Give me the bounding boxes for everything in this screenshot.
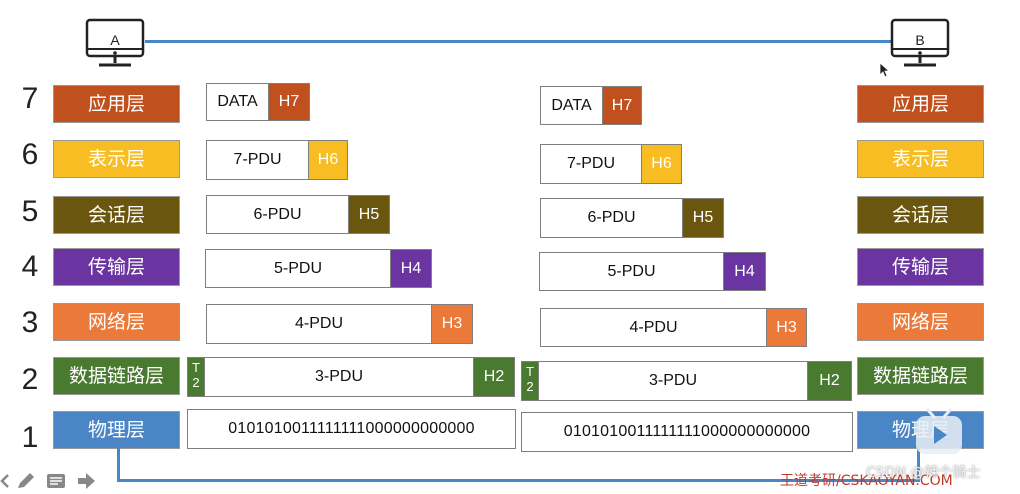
layer-number-6: 6	[21, 138, 39, 171]
layer-number-7: 7	[21, 82, 39, 115]
right-pdu-data: DATA	[540, 86, 603, 125]
left-header-h4: H4	[390, 249, 432, 288]
bottom-link-vertical-left	[117, 448, 120, 482]
right-trailer-t2: T 2	[521, 361, 539, 401]
pen-icon[interactable]	[16, 472, 36, 494]
right-header-h2: H2	[807, 361, 852, 401]
next-arrow-icon[interactable]	[76, 472, 96, 494]
csdn-watermark: CSDN @辣个骑士	[866, 465, 981, 481]
bottom-link-vertical-right	[917, 448, 920, 482]
left-layer-network: 网络层	[53, 303, 180, 341]
layer-number-5: 5	[21, 195, 39, 228]
right-layer-application: 应用层	[857, 85, 984, 123]
left-pdu-data: DATA	[206, 83, 269, 121]
menu-icon[interactable]	[46, 473, 66, 493]
left-pdu-3: 3-PDU	[204, 357, 474, 397]
left-layer-session: 会话层	[53, 196, 180, 234]
right-header-h4: H4	[723, 252, 766, 291]
right-layer-datalink: 数据链路层	[857, 357, 984, 395]
right-layer-session: 会话层	[857, 196, 984, 234]
left-layer-physical: 物理层	[53, 411, 180, 449]
left-layer-datalink: 数据链路层	[53, 357, 180, 395]
host-b-computer-icon	[890, 18, 950, 68]
left-pdu-6: 6-PDU	[206, 195, 349, 234]
presentation-toolbar	[0, 470, 100, 492]
right-trailer-t: T	[526, 364, 534, 379]
host-b-label: B	[915, 32, 925, 48]
right-trailer-2: 2	[526, 379, 534, 394]
left-header-h5: H5	[348, 195, 390, 234]
right-header-h5: H5	[682, 198, 724, 238]
layer-number-2: 2	[21, 363, 39, 396]
site-watermark: 王道考研/CSKAOYAN.COM	[780, 473, 953, 489]
right-layer-network: 网络层	[857, 303, 984, 341]
left-pdu-7: 7-PDU	[206, 140, 309, 180]
left-layer-presentation: 表示层	[53, 140, 180, 178]
right-header-h7: H7	[602, 86, 642, 125]
left-trailer-2: 2	[192, 375, 200, 390]
right-pdu-3: 3-PDU	[538, 361, 808, 401]
right-header-h6: H6	[641, 144, 682, 184]
left-header-h2: H2	[473, 357, 515, 397]
right-pdu-4: 4-PDU	[540, 308, 767, 347]
layer-number-4: 4	[21, 250, 39, 283]
right-pdu-6: 6-PDU	[540, 198, 683, 238]
left-layer-transport: 传输层	[53, 248, 180, 286]
host-a-label: A	[110, 32, 120, 48]
right-header-h3: H3	[766, 308, 807, 347]
right-pdu-5: 5-PDU	[539, 252, 724, 291]
left-layer-application: 应用层	[53, 85, 180, 123]
left-bitstream: 0101010011111111000000000000	[187, 409, 516, 449]
left-trailer-t: T	[192, 360, 200, 375]
left-header-h6: H6	[308, 140, 348, 180]
right-layer-presentation: 表示层	[857, 140, 984, 178]
host-a-computer-icon	[85, 18, 145, 68]
right-layer-transport: 传输层	[857, 248, 984, 286]
prev-arrow-icon[interactable]	[0, 473, 10, 493]
right-pdu-7: 7-PDU	[540, 144, 642, 184]
left-trailer-t2: T 2	[187, 357, 205, 397]
left-header-h7: H7	[268, 83, 310, 121]
left-pdu-4: 4-PDU	[206, 304, 432, 344]
video-logo-icon	[914, 408, 964, 456]
left-pdu-5: 5-PDU	[205, 249, 391, 288]
layer-number-1: 1	[21, 421, 39, 454]
cursor-icon	[879, 62, 891, 78]
bottom-link-line	[117, 479, 920, 482]
layer-number-3: 3	[21, 306, 39, 339]
left-header-h3: H3	[431, 304, 473, 344]
top-link-line	[145, 40, 893, 43]
right-bitstream: 0101010011111111000000000000	[521, 412, 853, 452]
